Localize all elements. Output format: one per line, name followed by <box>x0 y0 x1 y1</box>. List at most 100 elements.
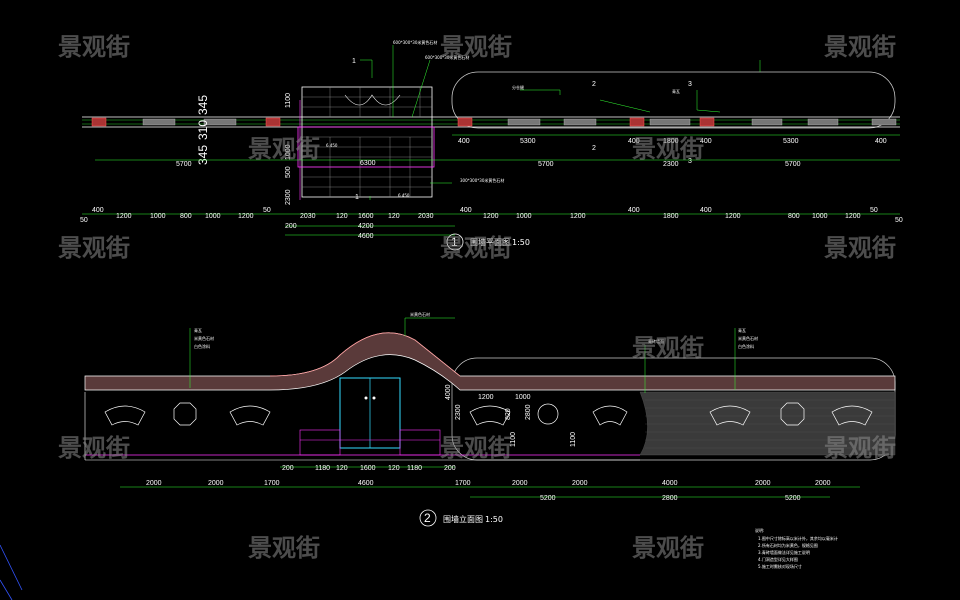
svg-text:200: 200 <box>282 465 294 472</box>
elev-leaders <box>189 317 736 393</box>
elevation-view: 青瓦 米黄色石材 白色涂料 米黄色石材 青砖墙面 青瓦 米黄色石材 白色涂料 4… <box>84 311 896 569</box>
plan-gate-brick <box>302 87 432 197</box>
svg-text:120: 120 <box>336 213 348 220</box>
svg-text:2000: 2000 <box>512 480 528 487</box>
plan-title-number: 1 <box>451 235 458 249</box>
plan-note-4: 分仓缝 <box>512 84 524 90</box>
svg-text:345: 345 <box>196 145 210 165</box>
svg-text:800: 800 <box>180 213 192 220</box>
svg-text:2000: 2000 <box>572 480 588 487</box>
svg-text:345: 345 <box>196 95 210 115</box>
dim: 400 <box>458 138 470 145</box>
svg-text:5200: 5200 <box>785 495 801 502</box>
plan-vertical-dims: 345 310 345 <box>196 95 210 165</box>
svg-text:1000: 1000 <box>285 144 292 160</box>
plan-gate-arch <box>344 94 401 106</box>
plan-leaders <box>360 45 761 200</box>
watermark: 景观街 <box>632 334 704 362</box>
svg-text:1100: 1100 <box>510 432 517 447</box>
elev-note: 米黄色石材 <box>738 335 758 341</box>
svg-text:5.施工时需核对现场尺寸: 5.施工时需核对现场尺寸 <box>758 563 802 569</box>
svg-text:310: 310 <box>196 120 210 140</box>
svg-text:4600: 4600 <box>358 480 374 487</box>
svg-text:120: 120 <box>388 213 400 220</box>
svg-text:2000: 2000 <box>208 480 224 487</box>
svg-text:820: 820 <box>505 408 512 420</box>
svg-text:2.所有石材均为米黄色，规格见图: 2.所有石材均为米黄色，规格见图 <box>758 542 818 548</box>
watermarks: 景观街 景观街 景观街 景观街 景观街 景观街 景观街 景观街 景观街 景观街 … <box>58 33 896 562</box>
svg-text:2030: 2030 <box>300 213 316 220</box>
svg-text:2800: 2800 <box>525 404 532 420</box>
plan-hatch-segments <box>142 118 897 126</box>
dim: 1800 <box>663 138 679 145</box>
plan-callout-1-top: 1 <box>352 58 356 65</box>
elev-note: 青砖墙面 <box>648 338 664 344</box>
svg-text:2030: 2030 <box>418 213 434 220</box>
elev-brick-area <box>639 391 896 456</box>
svg-text:1.图中尺寸除标高以米计外，其余均以毫米计: 1.图中尺寸除标高以米计外，其余均以毫米计 <box>758 535 838 541</box>
plan-callout-2-bottom: 2 <box>592 145 596 152</box>
elev-note: 白色涂料 <box>738 343 754 349</box>
svg-text:1200: 1200 <box>238 213 254 220</box>
watermark: 景观街 <box>440 234 512 262</box>
svg-text:2300: 2300 <box>455 404 462 420</box>
watermark: 景观街 <box>632 135 704 163</box>
dim: 5700 <box>538 161 554 168</box>
plan-level-1: 6.450 <box>326 143 338 148</box>
svg-text:2000: 2000 <box>755 480 771 487</box>
plan-gate-vertical-dims: 1100 1000 500 2300 <box>285 93 292 205</box>
elev-lower-dims: 5200 2800 5200 <box>540 495 801 502</box>
svg-text:1000: 1000 <box>812 213 828 220</box>
elev-step <box>299 429 341 456</box>
elev-remarks: 说明: 1.图中尺寸除标高以米计外，其余均以毫米计 2.所有石材均为米黄色，规格… <box>755 527 838 569</box>
svg-text:1200: 1200 <box>483 213 499 220</box>
svg-text:400: 400 <box>460 207 472 214</box>
svg-text:2000: 2000 <box>815 480 831 487</box>
elev-note: 米黄色石材 <box>194 335 214 341</box>
svg-text:1600: 1600 <box>360 465 376 472</box>
dim: 400 <box>628 138 640 145</box>
plan-gate-block <box>301 86 433 198</box>
watermark: 景观街 <box>632 534 704 562</box>
plan-note-1: 600*300*30米黄色石材 <box>393 39 437 45</box>
svg-text:4000: 4000 <box>662 480 678 487</box>
svg-text:1200: 1200 <box>570 213 586 220</box>
elev-overall-dims: 2000 2000 1700 4600 1700 2000 2000 4000 … <box>146 480 831 487</box>
svg-text:1180: 1180 <box>315 465 330 472</box>
elev-coping <box>84 332 896 391</box>
dim: 400 <box>700 138 712 145</box>
svg-text:1000: 1000 <box>515 394 531 401</box>
plan-bottom-dims: 400 1200 1000 800 1000 1200 50 2030 120 … <box>92 207 878 220</box>
svg-text:200: 200 <box>444 465 456 472</box>
watermark: 景观街 <box>824 33 896 61</box>
edge-dim: 50 <box>80 217 88 224</box>
plan-callout-1-bottom: 1 <box>355 194 359 201</box>
svg-text:1200: 1200 <box>725 213 741 220</box>
svg-text:1000: 1000 <box>150 213 166 220</box>
svg-text:4.门洞造型详见大样图: 4.门洞造型详见大样图 <box>758 556 798 562</box>
svg-text:1100: 1100 <box>285 93 292 108</box>
svg-text:1700: 1700 <box>455 480 471 487</box>
plan-note-3: 青瓦 <box>672 88 680 94</box>
watermark: 景观街 <box>58 434 130 462</box>
svg-text:1180: 1180 <box>407 465 422 472</box>
svg-text:2800: 2800 <box>662 495 678 502</box>
elev-title-circle <box>419 509 437 527</box>
plan-level-2: 6.450 <box>398 193 410 198</box>
elev-brick-lines <box>645 399 895 449</box>
plan-outline-right <box>451 71 896 129</box>
svg-text:500: 500 <box>285 166 292 178</box>
svg-text:120: 120 <box>388 465 400 472</box>
plan-callout-3-top: 3 <box>688 81 692 88</box>
dim: 4200 <box>358 223 374 230</box>
edge-dim: 50 <box>895 217 903 224</box>
elev-windows <box>104 402 873 426</box>
svg-text:2300: 2300 <box>285 189 292 205</box>
elev-note: 青瓦 <box>738 327 746 333</box>
elev-height-dims: 4000 2300 1200 820 1100 2800 1000 1100 <box>445 384 577 447</box>
svg-text:400: 400 <box>628 207 640 214</box>
svg-text:1600: 1600 <box>358 213 374 220</box>
elev-bottom-dims: 200 1180 120 1600 120 1180 200 <box>282 465 456 472</box>
svg-text:1200: 1200 <box>116 213 132 220</box>
